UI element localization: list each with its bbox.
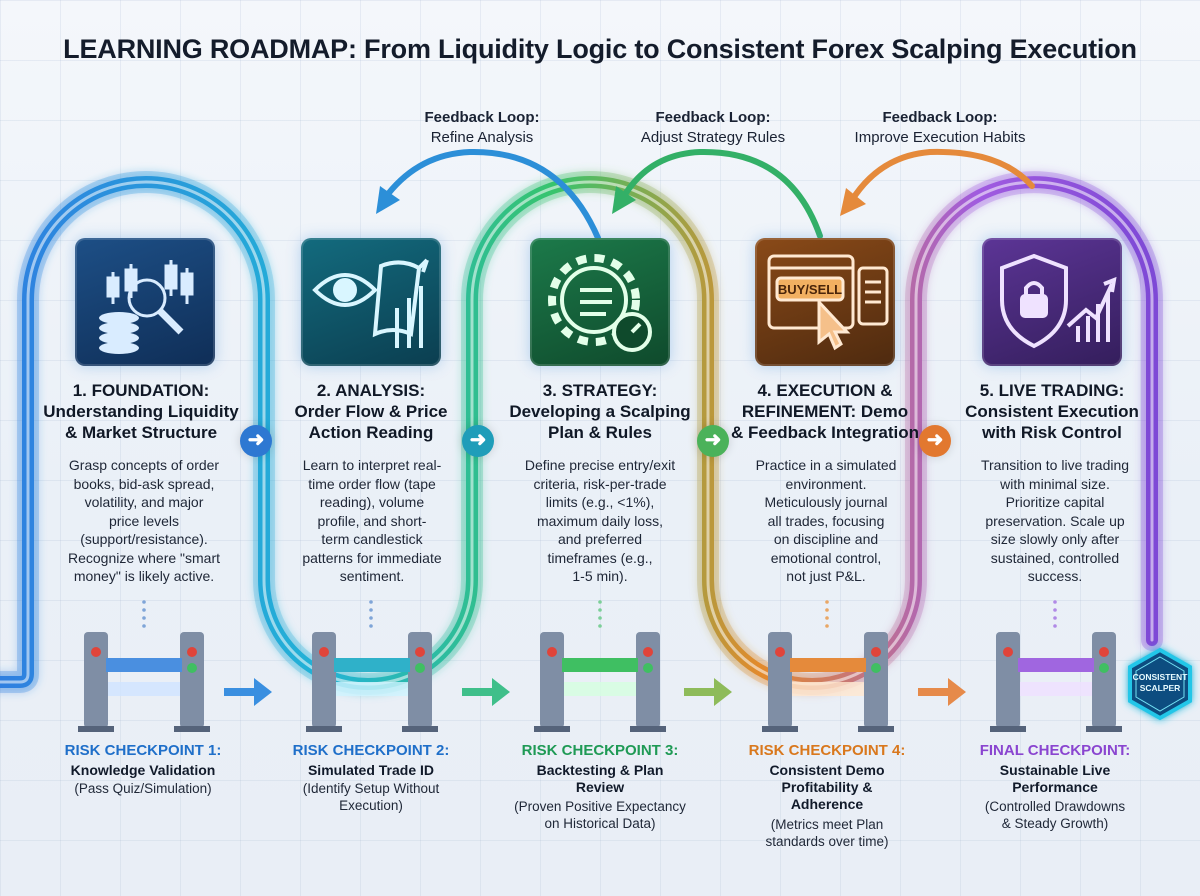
shield-lock-chart-icon	[982, 238, 1122, 366]
feedback-arrow-1	[385, 148, 601, 241]
checkpoint-4-note: (Metrics meet Plan standards over time)	[765, 817, 889, 849]
stage-3-title-line2: Developing a Scalping	[509, 402, 691, 421]
stage-4-description: Practice in a simulated environment. Met…	[755, 457, 897, 584]
gate-2-icon	[306, 632, 438, 732]
feedback-arrow-2	[621, 148, 823, 239]
feedback-loop-2-text: Adjust Strategy Rules	[640, 129, 786, 146]
feedback-loop-3-text: Improve Execution Habits	[854, 129, 1026, 146]
buy-sell-click-icon: BUY/SELL	[755, 238, 895, 366]
liquidity-icon	[75, 238, 215, 366]
buy-sell-label: BUY/SELL	[778, 282, 842, 297]
checkpoint-4-title: RISK CHECKPOINT 4:	[748, 742, 906, 759]
stage-4-title-line2: REFINEMENT: Demo	[741, 402, 909, 421]
checkpoint-2-note: (Identify Setup Without Execution)	[302, 781, 440, 813]
gate-3-icon	[534, 632, 666, 732]
gate-4-icon	[762, 632, 894, 732]
checkpoint-5-subtitle: Sustainable Live Performance	[999, 762, 1111, 795]
feedback-arrowhead-3	[840, 188, 866, 216]
stage-3-description: Define precise entry/exit criteria, risk…	[524, 457, 676, 584]
checkpoint-3-note: (Proven Positive Expectancy on Historica…	[514, 799, 686, 831]
stage-1-title-line1: 1. FOUNDATION:	[72, 381, 210, 400]
checkpoint-gates	[78, 632, 1122, 732]
gate-arrows	[224, 678, 966, 706]
page-title: LEARNING ROADMAP: From Liquidity Logic t…	[63, 34, 1137, 64]
stage-3-title-line1: 3. STRATEGY:	[542, 381, 658, 400]
checkpoint-4-subtitle: Consistent Demo Profitability & Adherenc…	[769, 762, 885, 812]
stage-1-title-line2: Understanding Liquidity	[43, 402, 239, 421]
stage-5-title-line2: Consistent Execution	[965, 402, 1139, 421]
feedback-loop-2-label: Feedback Loop: Adjust Strategy Rules	[603, 108, 823, 148]
dotted-connectors	[142, 600, 1057, 628]
feedback-loop-1-heading: Feedback Loop:	[424, 109, 540, 126]
gate-1-icon	[78, 632, 210, 732]
feedback-loop-1-label: Feedback Loop: Refine Analysis	[372, 108, 592, 148]
stage-1-title-line3: & Market Structure	[64, 423, 218, 442]
checkpoint-5-title: FINAL CHECKPOINT:	[979, 742, 1131, 759]
stage-2-title-line3: Action Reading	[308, 423, 434, 442]
checkpoint-5-note: (Controlled Drawdowns & Steady Growth)	[984, 799, 1126, 831]
feedback-loop-1-text: Refine Analysis	[430, 129, 534, 146]
track-highlight	[0, 180, 1154, 686]
checkpoint-1-title: RISK CHECKPOINT 1:	[64, 742, 222, 759]
feedback-loop-3-heading: Feedback Loop:	[882, 109, 998, 126]
feedback-loop-3-label: Feedback Loop: Improve Execution Habits	[830, 108, 1050, 148]
stage-3-title-line3: Plan & Rules	[548, 423, 652, 442]
consistent-scalper-badge	[1128, 647, 1192, 721]
stage-connector-3-icon: ➜	[697, 425, 729, 457]
checkpoint-2-title: RISK CHECKPOINT 2:	[292, 742, 450, 759]
checkpoint-3-subtitle: Backtesting & Plan Review	[536, 762, 664, 795]
checkpoint-2-subtitle: Simulated Trade ID	[307, 762, 435, 778]
stage-2-title-line2: Order Flow & Price	[294, 402, 448, 421]
feedback-loop-2-heading: Feedback Loop:	[655, 109, 771, 126]
stage-5-title-line3: with Risk Control	[982, 423, 1122, 442]
stage-3-title: 3. STRATEGY: Developing a Scalping Plan …	[500, 380, 700, 443]
checkpoint-1-note: (Pass Quiz/Simulation)	[74, 781, 212, 796]
stage-2-description: Learn to interpret real- time order flow…	[302, 457, 442, 584]
stage-connector-4-icon: ➜	[919, 425, 951, 457]
strategy-gear-icon	[530, 238, 670, 366]
stage-1-title: 1. FOUNDATION: Understanding Liquidity &…	[41, 380, 241, 443]
checkpoint-1-subtitle: Knowledge Validation	[70, 762, 216, 778]
feedback-arrowhead-1	[376, 186, 400, 214]
stage-4-title: 4. EXECUTION & REFINEMENT: Demo & Feedba…	[725, 380, 925, 443]
checkpoint-3-title: RISK CHECKPOINT 3:	[521, 742, 679, 759]
stage-2-title: 2. ANALYSIS: Order Flow & Price Action R…	[271, 380, 471, 443]
stage-5-title-line1: 5. LIVE TRADING:	[979, 381, 1125, 400]
feedback-arrowhead-2	[612, 186, 636, 214]
stage-1-description: Grasp concepts of order books, bid-ask s…	[67, 457, 221, 584]
feedback-arrow-3	[849, 148, 1035, 203]
stage-connector-1-icon: ➜	[240, 425, 272, 457]
order-flow-eye-icon	[301, 238, 441, 366]
stage-5-title: 5. LIVE TRADING: Consistent Execution wi…	[952, 380, 1152, 443]
stage-2-title-line1: 2. ANALYSIS:	[316, 381, 426, 400]
stage-4-title-line1: 4. EXECUTION &	[757, 381, 893, 400]
gate-5-icon	[990, 632, 1122, 732]
stage-5-description: Transition to live trading with minimal …	[980, 457, 1130, 584]
consistent-scalper-badge-text: CONSISTENT SCALPER	[1132, 672, 1188, 693]
stage-4-title-line3: & Feedback Integration	[731, 423, 919, 442]
stage-connector-2-icon: ➜	[462, 425, 494, 457]
